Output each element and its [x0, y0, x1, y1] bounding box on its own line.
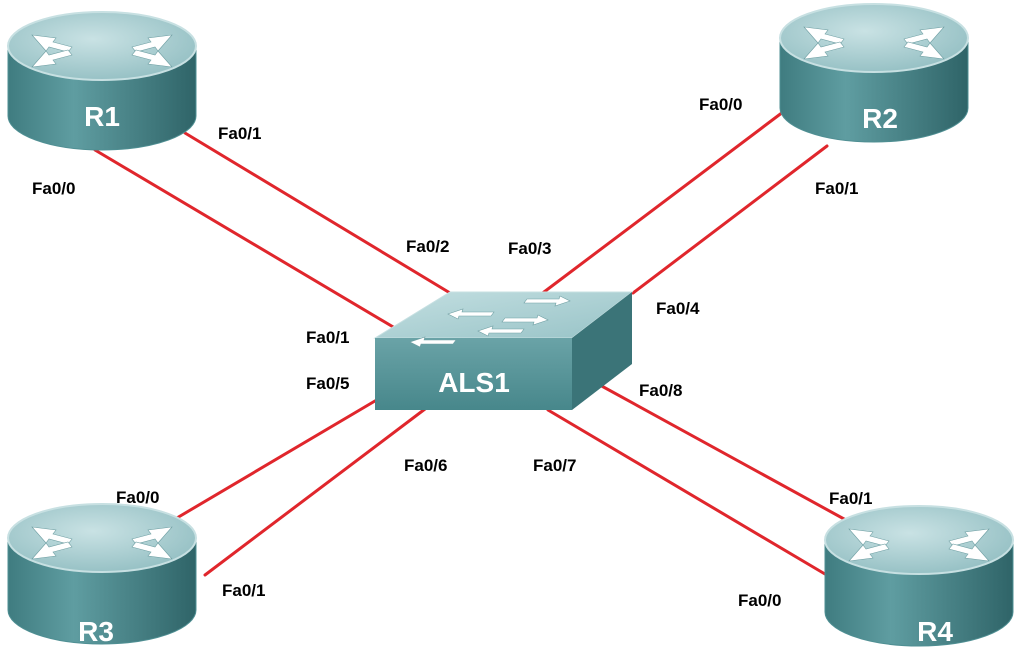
port-label-r1-fa0-1: Fa0/1 — [218, 124, 261, 143]
link-r3-fa0-1-als1-fa0-6 — [203, 407, 427, 577]
port-label-r2-fa0-0: Fa0/0 — [699, 95, 742, 114]
port-label-als1-fa0-4: Fa0/4 — [656, 299, 700, 318]
switch-icon — [373, 291, 634, 410]
port-label-als1-fa0-7: Fa0/7 — [533, 456, 576, 475]
links — [93, 110, 857, 579]
port-label-r2-fa0-1: Fa0/1 — [815, 179, 858, 198]
router-icon — [779, 3, 969, 143]
port-labels: Fa0/1 Fa0/2 Fa0/0 Fa0/1 Fa0/0 Fa0/3 Fa0/… — [32, 95, 872, 610]
port-label-als1-fa0-8: Fa0/8 — [639, 381, 682, 400]
link-r4-fa0-1-als1-fa0-8 — [596, 382, 857, 527]
link-r3-fa0-0-als1-fa0-5 — [163, 396, 382, 527]
port-label-r3-fa0-1: Fa0/1 — [222, 581, 265, 600]
device-label-als1: ALS1 — [438, 367, 510, 398]
port-label-r3-fa0-0: Fa0/0 — [116, 488, 159, 507]
port-label-als1-fa0-2: Fa0/2 — [406, 237, 449, 256]
device-label-r2: R2 — [862, 103, 898, 134]
link-r1-fa0-0-als1-fa0-1 — [93, 148, 407, 336]
router-r3[interactable]: R3 — [7, 503, 197, 647]
port-label-als1-fa0-3: Fa0/3 — [508, 239, 551, 258]
router-icon — [824, 505, 1014, 647]
port-label-als1-fa0-6: Fa0/6 — [404, 456, 447, 475]
router-r4[interactable]: R4 — [824, 505, 1014, 647]
device-label-r3: R3 — [78, 616, 114, 647]
router-icon — [7, 503, 197, 645]
switch-als1[interactable]: ALS1 — [373, 291, 634, 410]
port-label-als1-fa0-5: Fa0/5 — [306, 374, 349, 393]
router-icon — [7, 11, 197, 151]
port-label-r4-fa0-0: Fa0/0 — [738, 591, 781, 610]
router-r2[interactable]: R2 — [779, 3, 969, 143]
device-label-r4: R4 — [917, 616, 953, 647]
router-r1[interactable]: R1 — [7, 11, 197, 151]
port-label-r1-fa0-0: Fa0/0 — [32, 179, 75, 198]
port-label-r4-fa0-1: Fa0/1 — [829, 489, 872, 508]
link-r4-fa0-0-als1-fa0-7 — [546, 408, 832, 579]
link-r2-fa0-1-als1-fa0-4 — [631, 144, 829, 295]
link-r1-fa0-1-als1-fa0-2 — [183, 131, 457, 298]
link-r2-fa0-0-als1-fa0-3 — [538, 110, 785, 297]
device-label-r1: R1 — [84, 101, 120, 132]
port-label-als1-fa0-1: Fa0/1 — [306, 328, 349, 347]
